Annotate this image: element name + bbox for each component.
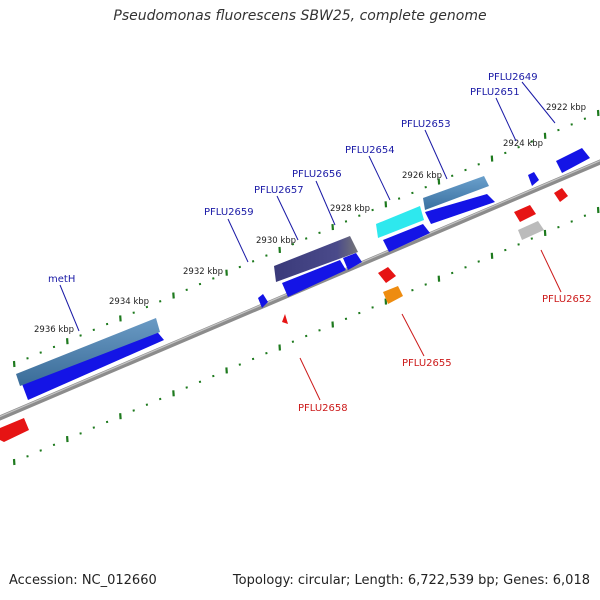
- gene-arrow-2656[interactable]: [282, 260, 346, 297]
- gene-label[interactable]: PFLU2659: [204, 207, 254, 218]
- reverse-gene-labels: PFLU2652 PFLU2655 PFLU2658: [298, 294, 592, 414]
- gene-arrow-2655a[interactable]: [378, 267, 396, 283]
- feature-2654[interactable]: [376, 206, 424, 238]
- scale-label: 2930 kbp: [256, 236, 296, 246]
- scale-label: 2928 kbp: [330, 204, 370, 214]
- genome-summary: Topology: circular; Length: 6,722,539 bp…: [232, 573, 590, 588]
- feature-2656[interactable]: [274, 236, 358, 282]
- forward-tick-row: [12, 109, 600, 368]
- gene-arrow-2655b[interactable]: [383, 286, 403, 304]
- feature-metH[interactable]: [16, 318, 160, 386]
- reverse-leaders: [299, 249, 562, 401]
- gene-label[interactable]: PFLU2651: [470, 87, 520, 98]
- gene-arrow-2651[interactable]: [528, 172, 539, 186]
- gene-arrow-2649r[interactable]: [554, 188, 568, 202]
- scale-label: 2926 kbp: [402, 171, 442, 181]
- gene-label[interactable]: PFLU2657: [254, 185, 304, 196]
- gene-label[interactable]: PFLU2649: [488, 72, 538, 83]
- forward-genes: [22, 148, 590, 400]
- feature-bars: [16, 176, 489, 386]
- genome-title: Pseudomonas fluorescens SBW25, complete …: [113, 8, 487, 24]
- gene-label[interactable]: PFLU2656: [292, 169, 342, 180]
- scale-label: 2936 kbp: [34, 325, 74, 335]
- scale-label: 2934 kbp: [109, 297, 149, 307]
- scale-label: 2922 kbp: [546, 103, 586, 113]
- feature-2653[interactable]: [423, 176, 489, 210]
- gene-arrow-2657[interactable]: [343, 253, 362, 270]
- scale-label: 2924 kbp: [503, 139, 543, 149]
- gene-arrow-2654[interactable]: [383, 224, 430, 252]
- gene-arrow-red-left[interactable]: [0, 418, 29, 442]
- forward-gene-labels: PFLU2649 PFLU2651 PFLU2653 PFLU2654 PFLU…: [48, 72, 538, 285]
- accession-text: Accession: NC_012660: [9, 573, 157, 588]
- gene-arrow-2652a[interactable]: [514, 205, 536, 222]
- scale-label: 2932 kbp: [183, 267, 223, 277]
- gene-arrow-2649[interactable]: [556, 148, 590, 173]
- scale-labels: 2922 kbp 2924 kbp 2926 kbp 2928 kbp 2930…: [34, 103, 586, 335]
- reverse-genes: [0, 188, 568, 442]
- gene-arrow-2659[interactable]: [258, 294, 268, 308]
- reverse-tick-row: [12, 206, 600, 466]
- gene-arrow-metH[interactable]: [22, 328, 164, 400]
- gene-arrow-2652b[interactable]: [518, 221, 544, 240]
- gene-arrow-2658[interactable]: [282, 314, 288, 324]
- gene-label[interactable]: PFLU2652: [542, 294, 592, 305]
- gene-label[interactable]: metH: [48, 274, 75, 285]
- forward-leaders: [59, 81, 556, 332]
- gene-label[interactable]: PFLU2658: [298, 403, 348, 414]
- gene-label[interactable]: PFLU2653: [401, 119, 451, 130]
- gene-label[interactable]: PFLU2654: [345, 145, 395, 156]
- gene-arrow-2653[interactable]: [425, 194, 495, 224]
- gene-label[interactable]: PFLU2655: [402, 358, 452, 369]
